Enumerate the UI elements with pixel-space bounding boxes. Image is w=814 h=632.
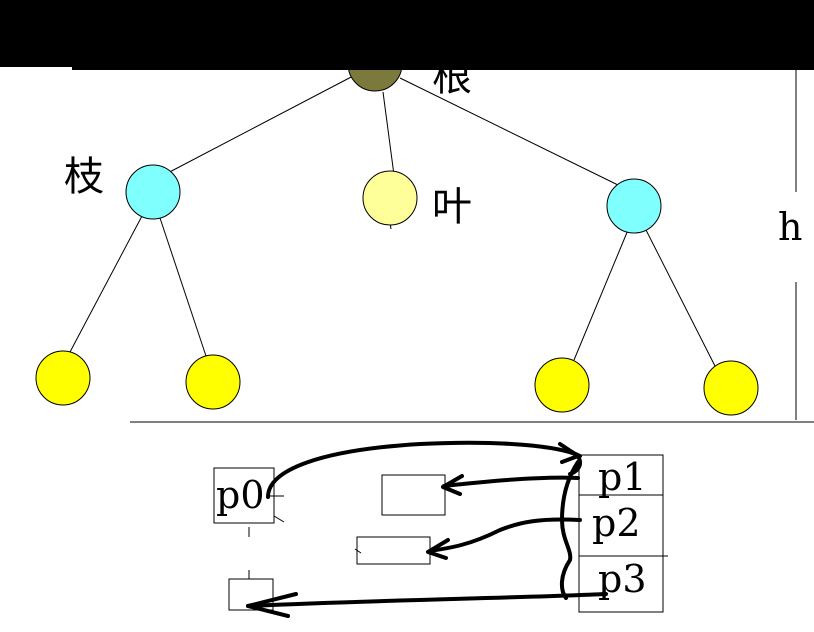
edge-root-middle-leaf xyxy=(382,91,395,176)
leaf-label: 叶 xyxy=(432,184,472,230)
pointer-table xyxy=(578,454,664,613)
leaf-node-1 xyxy=(35,350,91,406)
edge-left-branch-leaf-2 xyxy=(159,217,207,357)
branch-label: 枝 xyxy=(64,154,104,200)
edge-root-left-branch xyxy=(161,74,356,177)
edge-right-branch-leaf-3 xyxy=(573,229,629,361)
arrow-p0-to-p1 xyxy=(266,440,582,499)
header-bar xyxy=(0,0,814,67)
p0-box-tick-2 xyxy=(273,515,285,523)
arrow-p3-to-box3-head xyxy=(246,592,298,618)
pointer-p2-label: p2 xyxy=(592,501,641,545)
branch-node-right xyxy=(606,178,662,234)
leaf-node-2 xyxy=(185,354,241,410)
leaf-node-4 xyxy=(703,360,759,416)
edge-right-branch-leaf-4 xyxy=(645,229,717,369)
arrow-p2-to-box2 xyxy=(428,517,582,553)
arrow-p1-to-box1 xyxy=(442,475,580,488)
edge-left-branch-leaf-1 xyxy=(69,215,143,353)
pointer-arrows xyxy=(246,440,608,618)
pointer-bracket xyxy=(559,460,580,600)
arrow-p2-to-box2-head xyxy=(426,538,450,560)
target-box-1 xyxy=(381,474,446,516)
leaf-node-3 xyxy=(534,357,590,413)
header-bar-notch xyxy=(72,60,814,70)
pointer-p1-label: p1 xyxy=(598,455,647,499)
pointer-p0-label: p0 xyxy=(216,473,265,517)
height-label: h xyxy=(778,205,802,249)
branch-node-left xyxy=(125,164,181,220)
tree-nodes xyxy=(35,36,759,416)
edge-root-right-branch xyxy=(399,77,621,187)
target-box-2-tick xyxy=(354,548,362,554)
middle-leaf-node xyxy=(362,170,418,226)
root-label: 根 xyxy=(432,54,472,100)
arrow-p3-to-box3 xyxy=(246,592,608,608)
arrow-p1-to-box1-head xyxy=(441,474,464,496)
target-box-2 xyxy=(356,536,431,565)
target-box-3 xyxy=(228,578,274,611)
tree-edges xyxy=(69,74,717,369)
